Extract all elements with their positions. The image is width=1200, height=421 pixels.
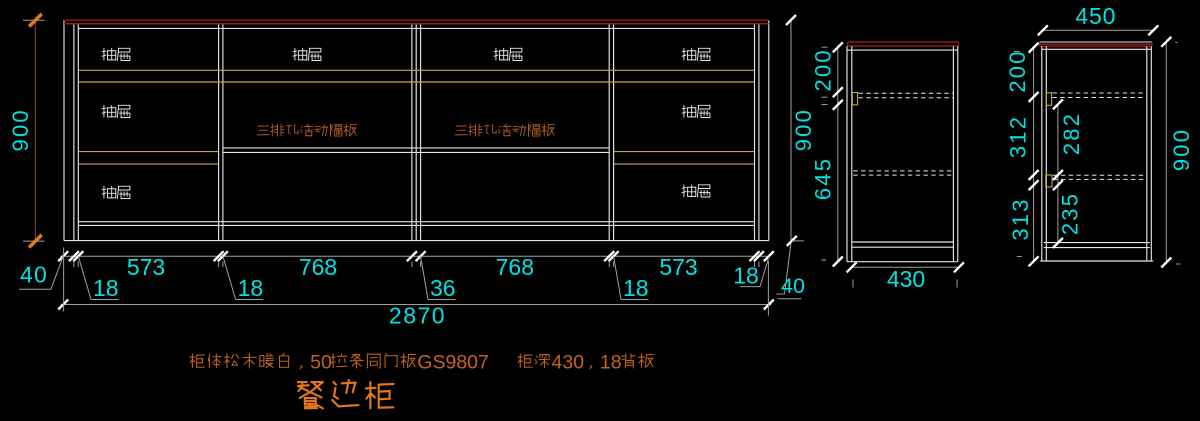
svg-text:18: 18 (623, 275, 649, 301)
svg-text:313: 313 (1008, 197, 1033, 240)
svg-text:430: 430 (552, 351, 585, 373)
svg-text:450: 450 (1075, 3, 1116, 29)
svg-text:768: 768 (496, 254, 534, 280)
svg-text:18: 18 (600, 351, 622, 373)
svg-text:430: 430 (887, 266, 925, 292)
svg-text:GS9807: GS9807 (417, 351, 489, 373)
svg-text:645: 645 (811, 157, 836, 200)
svg-text:900: 900 (8, 108, 33, 151)
svg-text:40: 40 (781, 274, 805, 298)
svg-text:18: 18 (238, 275, 264, 301)
svg-text:900: 900 (791, 108, 816, 151)
svg-text:200: 200 (811, 48, 836, 91)
svg-text:282: 282 (1059, 112, 1084, 155)
svg-text:235: 235 (1058, 192, 1083, 235)
svg-text:768: 768 (299, 254, 337, 280)
svg-text:18: 18 (93, 275, 119, 301)
svg-text:36: 36 (430, 275, 456, 301)
svg-text:40: 40 (20, 262, 48, 288)
svg-text:18: 18 (733, 263, 759, 289)
svg-text:573: 573 (659, 254, 697, 280)
svg-text:50: 50 (310, 351, 332, 373)
svg-text:312: 312 (1006, 115, 1031, 158)
svg-text:2870: 2870 (389, 303, 446, 329)
svg-text:573: 573 (127, 254, 165, 280)
svg-text:200: 200 (1005, 49, 1030, 92)
svg-text:900: 900 (1169, 128, 1194, 171)
